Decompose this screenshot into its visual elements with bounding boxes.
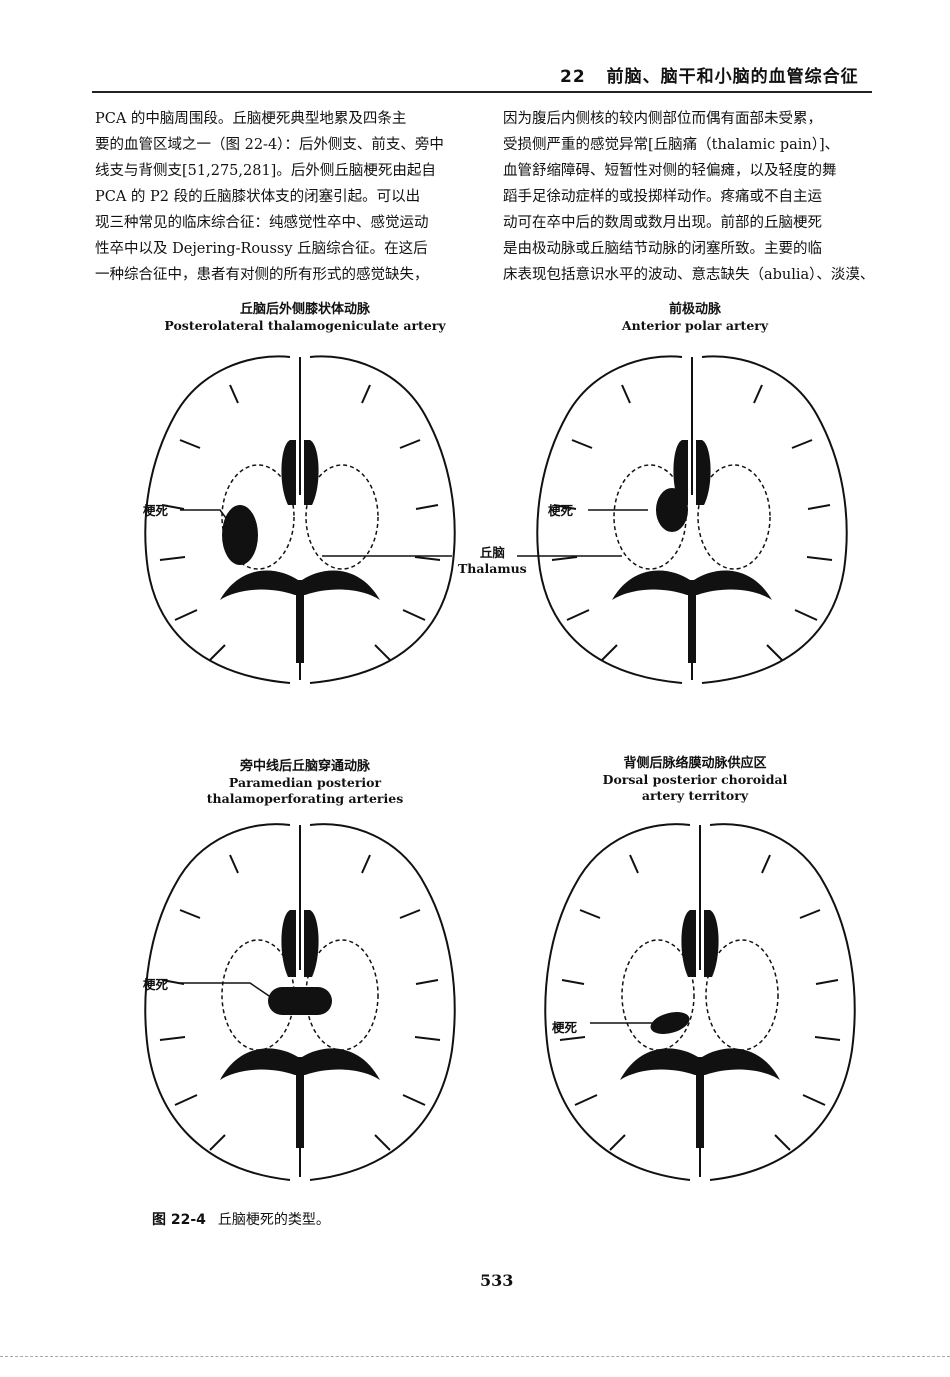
- chapter-number: 22: [560, 67, 586, 87]
- bottom-dashed-rule: [0, 1356, 950, 1357]
- chapter-title: 前脑、脑干和小脑的血管综合征: [606, 67, 859, 87]
- panel-1-title-en: Posterolateral thalamogeniculate artery: [164, 318, 446, 333]
- brain-diagram-dorsal-choroidal: [544, 823, 856, 1181]
- page-number: 533: [480, 1271, 514, 1290]
- panel-2-title: 前极动脉 Anterior polar artery: [560, 302, 830, 334]
- panel-3-title-cn: 旁中线后丘脑穿通动脉: [239, 759, 370, 774]
- leader-line: [180, 509, 236, 531]
- text-line: 血管舒缩障碍、短暂性对侧的轻偏瘫，以及轻度的舞: [503, 163, 837, 179]
- text-line: 线支与背侧支[51,275,281]。后外侧丘脑梗死由起自: [95, 163, 436, 179]
- body-column-right: 因为腹后内侧核的较内侧部位而偶有面部未受累， 受损侧严重的感觉异常[丘脑痛（th…: [503, 106, 883, 288]
- panel-3-title-en-2: thalamoperforating arteries: [206, 791, 404, 806]
- header-rule: [92, 91, 872, 93]
- infarct-region: [656, 488, 688, 532]
- text-line: 要的血管区域之一（图 22-4）：后外侧支、前支、旁中: [95, 137, 444, 153]
- infarct-label-4: 梗死: [552, 1020, 578, 1035]
- thalamus-label-cn: 丘脑: [479, 545, 505, 560]
- thalamus-leader-lines: [322, 555, 622, 557]
- panel-2-title-en: Anterior polar artery: [621, 318, 769, 333]
- text-line: 受损侧严重的感觉异常[丘脑痛（thalamic pain）]、: [503, 137, 840, 153]
- figure-caption: 图 22-4 丘脑梗死的类型。: [152, 1209, 330, 1229]
- text-line: PCA 的 P2 段的丘脑膝状体支的闭塞引起。可以出: [95, 189, 421, 205]
- panel-4-title-en-1: Dorsal posterior choroidal: [602, 772, 788, 787]
- text-line: 一种综合征中，患者有对侧的所有形式的感觉缺失，: [95, 267, 429, 283]
- infarct-region: [268, 987, 332, 1015]
- brain-diagram-anterior-polar: [536, 355, 848, 684]
- text-line: PCA 的中脑周围段。丘脑梗死典型地累及四条主: [95, 111, 407, 127]
- figure-caption-text: 丘脑梗死的类型。: [217, 1212, 330, 1228]
- thalamus-label: 丘脑 Thalamus: [458, 545, 527, 577]
- text-line: 动可在卒中后的数周或数月出现。前部的丘脑梗死: [503, 215, 822, 231]
- panel-3-title-en-1: Paramedian posterior: [228, 775, 382, 790]
- panel-4-title: 背侧后脉络膜动脉供应区 Dorsal posterior choroidal a…: [560, 756, 830, 804]
- text-line: 床表现包括意识水平的波动、意志缺失（abulia）、淡漠、: [503, 267, 875, 283]
- panel-1-title-cn: 丘脑后外侧膝状体动脉: [239, 302, 370, 317]
- panel-3-title: 旁中线后丘脑穿通动脉 Paramedian posterior thalamop…: [170, 759, 440, 807]
- body-column-left: PCA 的中脑周围段。丘脑梗死典型地累及四条主 要的血管区域之一（图 22-4）…: [95, 106, 475, 288]
- running-header: 22 前脑、脑干和小脑的血管综合征: [560, 62, 859, 87]
- panel-2-title-cn: 前极动脉: [668, 302, 721, 317]
- leader-line: [588, 509, 648, 511]
- brain-diagram-posterolateral: [144, 355, 456, 684]
- infarct-region: [222, 505, 258, 565]
- infarct-region: [650, 1012, 690, 1034]
- text-line: 蹈手足徐动症样的或投掷样动作。疼痛或不自主运: [503, 189, 822, 205]
- panel-4-title-en-2: artery territory: [641, 788, 749, 803]
- text-line: 因为腹后内侧核的较内侧部位而偶有面部未受累，: [503, 111, 822, 127]
- brain-diagram-paramedian: [144, 823, 456, 1181]
- leader-line: [180, 982, 276, 1001]
- text-line: 性卒中以及 Dejering-Roussy 丘脑综合征。在这后: [95, 241, 428, 257]
- panel-4-title-cn: 背侧后脉络膜动脉供应区: [623, 756, 767, 771]
- leader-line: [590, 1022, 652, 1024]
- text-line: 现三种常见的临床综合征：纯感觉性卒中、感觉运动: [95, 215, 429, 231]
- thalamus-label-en: Thalamus: [458, 561, 527, 576]
- figure-number: 图 22-4: [152, 1212, 206, 1228]
- infarct-label-3: 梗死: [143, 977, 169, 992]
- text-line: 是由极动脉或丘脑结节动脉的闭塞所致。主要的临: [503, 241, 822, 257]
- panel-1-title: 丘脑后外侧膝状体动脉 Posterolateral thalamogenicul…: [150, 302, 460, 334]
- infarct-label-1: 梗死: [143, 503, 169, 518]
- infarct-label-2: 梗死: [548, 503, 574, 518]
